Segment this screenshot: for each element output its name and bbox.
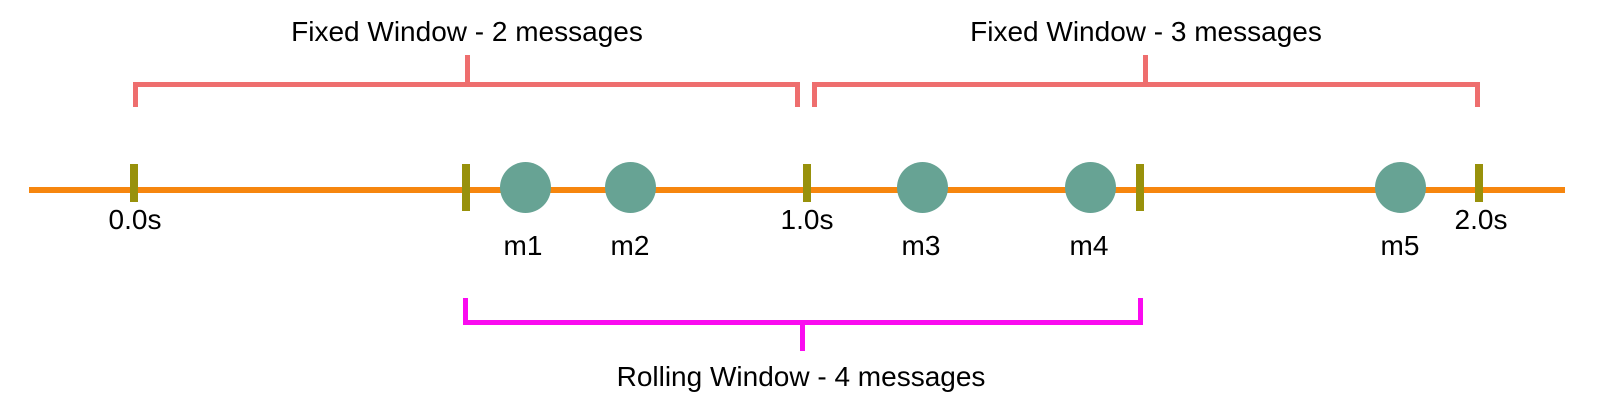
tick-rolling-window-end <box>1136 164 1144 211</box>
rolling-window-label: Rolling Window - 4 messages <box>616 361 986 392</box>
message-dot-m1 <box>500 162 551 213</box>
fixed-window-2-stem <box>1143 55 1148 82</box>
tick-1-0s <box>803 164 811 202</box>
fixed-window-2-bracket <box>812 82 1480 107</box>
message-dot-m3 <box>897 162 948 213</box>
time-label-1-0s: 1.0s <box>780 204 834 235</box>
message-label-m2: m2 <box>610 230 650 261</box>
tick-rolling-window-start <box>462 164 470 211</box>
tick-2-0s <box>1475 164 1483 202</box>
tick-0-0s <box>130 164 138 202</box>
fixed-window-1-bracket <box>133 82 800 107</box>
fixed-window-2-label: Fixed Window - 3 messages <box>970 16 1322 47</box>
message-dot-m4 <box>1065 162 1116 213</box>
time-label-2-0s: 2.0s <box>1454 204 1508 235</box>
message-label-m4: m4 <box>1069 230 1109 261</box>
message-label-m3: m3 <box>901 230 941 261</box>
message-label-m1: m1 <box>503 230 543 261</box>
rolling-window-bracket <box>463 298 1143 325</box>
message-label-m5: m5 <box>1380 230 1420 261</box>
time-label-0-0s: 0.0s <box>108 204 162 235</box>
fixed-window-1-stem <box>465 55 470 82</box>
rolling-window-stem <box>800 325 805 351</box>
fixed-window-1-label: Fixed Window - 2 messages <box>291 16 643 47</box>
message-dot-m2 <box>605 162 656 213</box>
message-dot-m5 <box>1375 162 1426 213</box>
timeline-line <box>29 187 1565 193</box>
